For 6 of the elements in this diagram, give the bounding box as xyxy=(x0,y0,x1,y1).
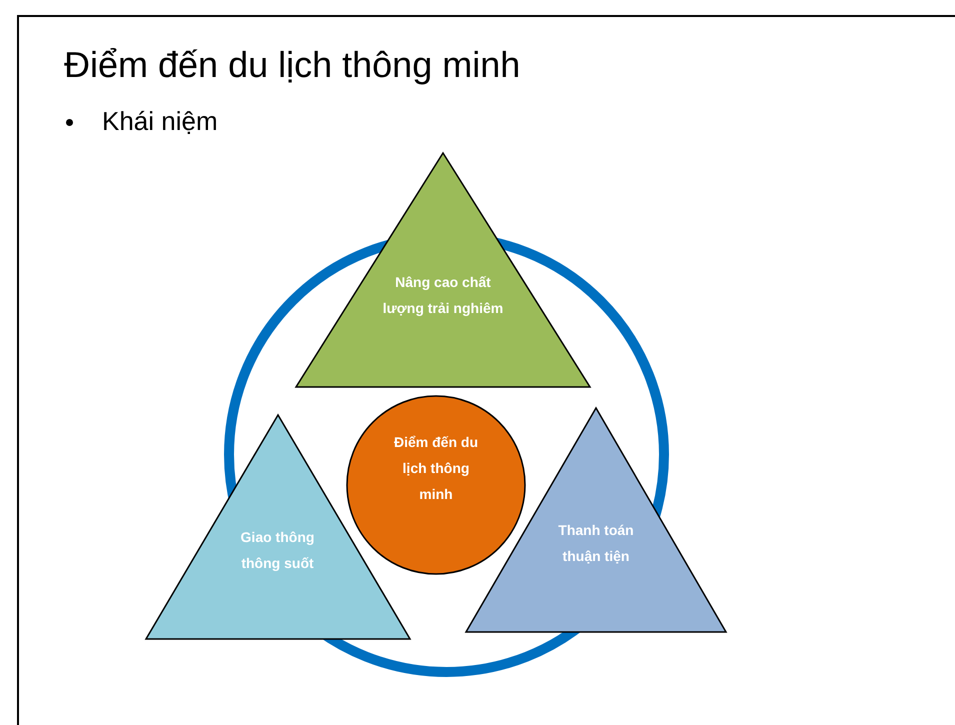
node-label: Nâng cao chất lượng trải nghiêm xyxy=(382,273,504,318)
bullet-text: Khái niệm xyxy=(102,106,218,137)
node-label: Thanh toán thuận tiện xyxy=(557,521,635,566)
slide-title: Điểm đến du lịch thông minh xyxy=(64,44,520,86)
node-label: Giao thông thông suốt xyxy=(240,528,316,573)
node-label: Điểm đến du lịch thông minh xyxy=(392,433,479,504)
